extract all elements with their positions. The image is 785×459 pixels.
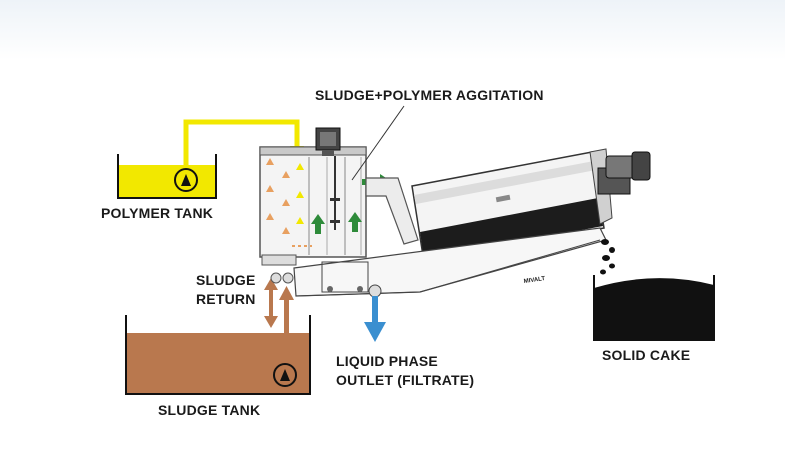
- agitation-label: SLUDGE+POLYMER AGGITATION: [315, 87, 544, 103]
- sludge-tank-label: SLUDGE TANK: [158, 402, 261, 418]
- falling-cake-pieces: [600, 239, 615, 275]
- pump-icon: [174, 168, 198, 192]
- polymer-tank-label: POLYMER TANK: [101, 205, 214, 221]
- polymer-tank: [117, 154, 217, 199]
- upflow-arrow-green: [348, 212, 362, 232]
- motor-icon: [315, 127, 341, 156]
- mixing-tank: [259, 146, 367, 284]
- agitation-leader-line: [351, 105, 405, 181]
- internal-flow-arrows: [266, 158, 312, 247]
- filtrate-label: LIQUID PHASE OUTLET (FILTRATE): [336, 353, 475, 388]
- solid-cake-bin: [593, 275, 715, 341]
- sludge-return-arrow: [264, 278, 278, 328]
- machine-brand-label: MIVALT: [523, 276, 545, 285]
- solid-cake-label: SOLID CAKE: [602, 347, 691, 363]
- agitator-shaft: [330, 156, 340, 230]
- pump-icon: [273, 363, 297, 387]
- sludge-return-label: SLUDGE RETURN: [196, 272, 256, 307]
- sludge-feed-arrow: [279, 286, 294, 356]
- filtrate-outlet: [364, 284, 386, 342]
- drip-tray: [293, 227, 607, 297]
- gearbox-icon: [597, 151, 651, 195]
- transfer-chute: [365, 177, 419, 245]
- upflow-arrow-green: [311, 214, 325, 234]
